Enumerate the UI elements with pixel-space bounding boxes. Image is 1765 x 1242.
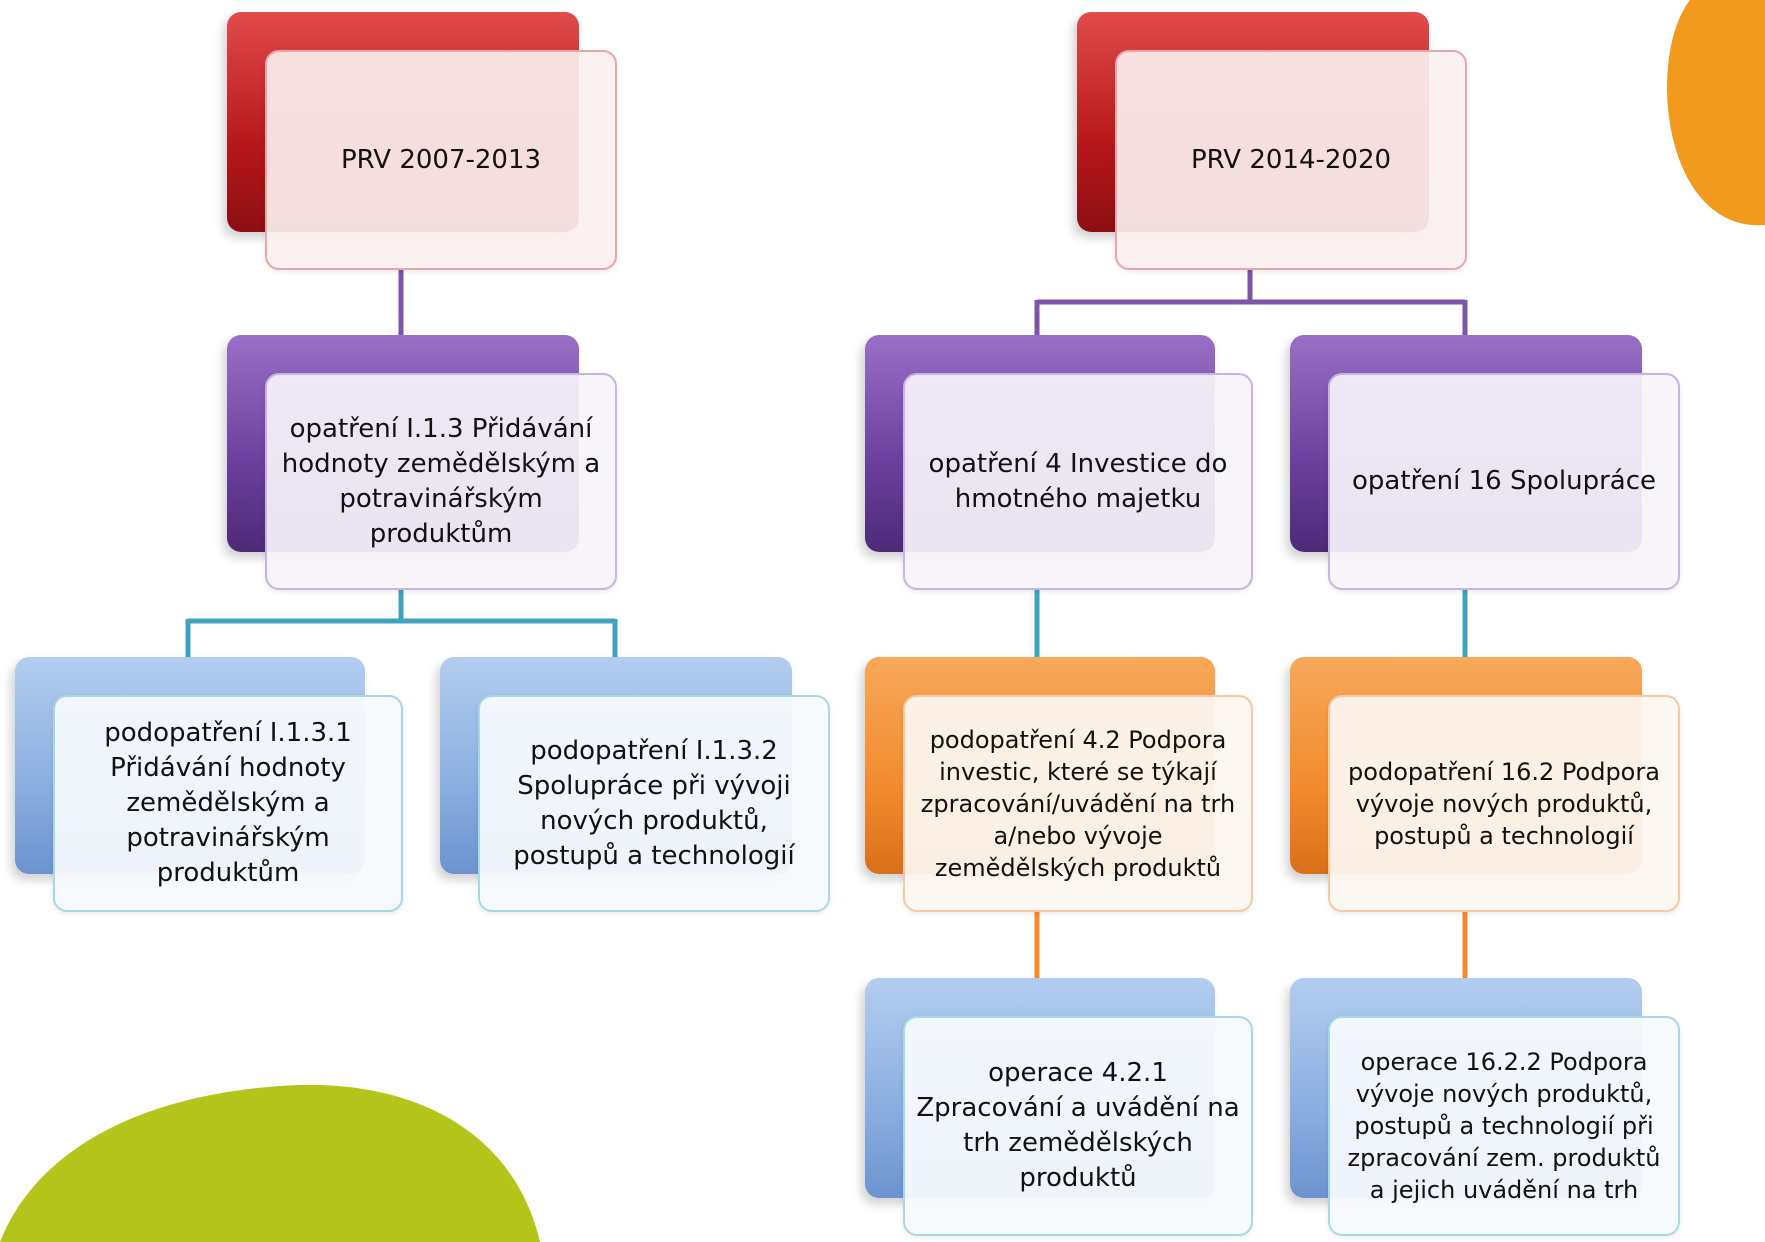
node-measure-16: opatření 16 Spolupráce	[1290, 335, 1680, 590]
node-sub-i-1-3-1: podopatření I.1.3.1 Přidávání hodnoty ze…	[15, 657, 403, 912]
node-label: opatření 4 Investice do hmotného majetku	[903, 373, 1253, 590]
node-op-4-2-1: operace 4.2.1 Zpracování a uvádění na tr…	[865, 978, 1253, 1236]
node-measure-4: opatření 4 Investice do hmotného majetku	[865, 335, 1253, 590]
node-label: podopatření I.1.3.2 Spolupráce při vývoj…	[478, 695, 830, 912]
node-sub-16-2: podopatření 16.2 Podpora vývoje nových p…	[1290, 657, 1680, 912]
node-label: operace 16.2.2 Podpora vývoje nových pro…	[1328, 1016, 1680, 1236]
node-op-16-2-2: operace 16.2.2 Podpora vývoje nových pro…	[1290, 978, 1680, 1236]
node-prv-2014-2020: PRV 2014-2020	[1077, 12, 1467, 270]
node-label: PRV 2014-2020	[1115, 50, 1467, 270]
node-label: podopatření 4.2 Podpora investic, které …	[903, 695, 1253, 912]
node-label: operace 4.2.1 Zpracování a uvádění na tr…	[903, 1016, 1253, 1236]
node-sub-i-1-3-2: podopatření I.1.3.2 Spolupráce při vývoj…	[440, 657, 830, 912]
node-label: opatření 16 Spolupráce	[1328, 373, 1680, 590]
node-label: PRV 2007-2013	[265, 50, 617, 270]
node-label: opatření I.1.3 Přidávání hodnoty zeměděl…	[265, 373, 617, 590]
node-label: podopatření I.1.3.1 Přidávání hodnoty ze…	[53, 695, 403, 912]
node-measure-i-1-3: opatření I.1.3 Přidávání hodnoty zeměděl…	[227, 335, 617, 590]
node-sub-4-2: podopatření 4.2 Podpora investic, které …	[865, 657, 1253, 912]
node-prv-2007-2013: PRV 2007-2013	[227, 12, 617, 270]
node-label: podopatření 16.2 Podpora vývoje nových p…	[1328, 695, 1680, 912]
